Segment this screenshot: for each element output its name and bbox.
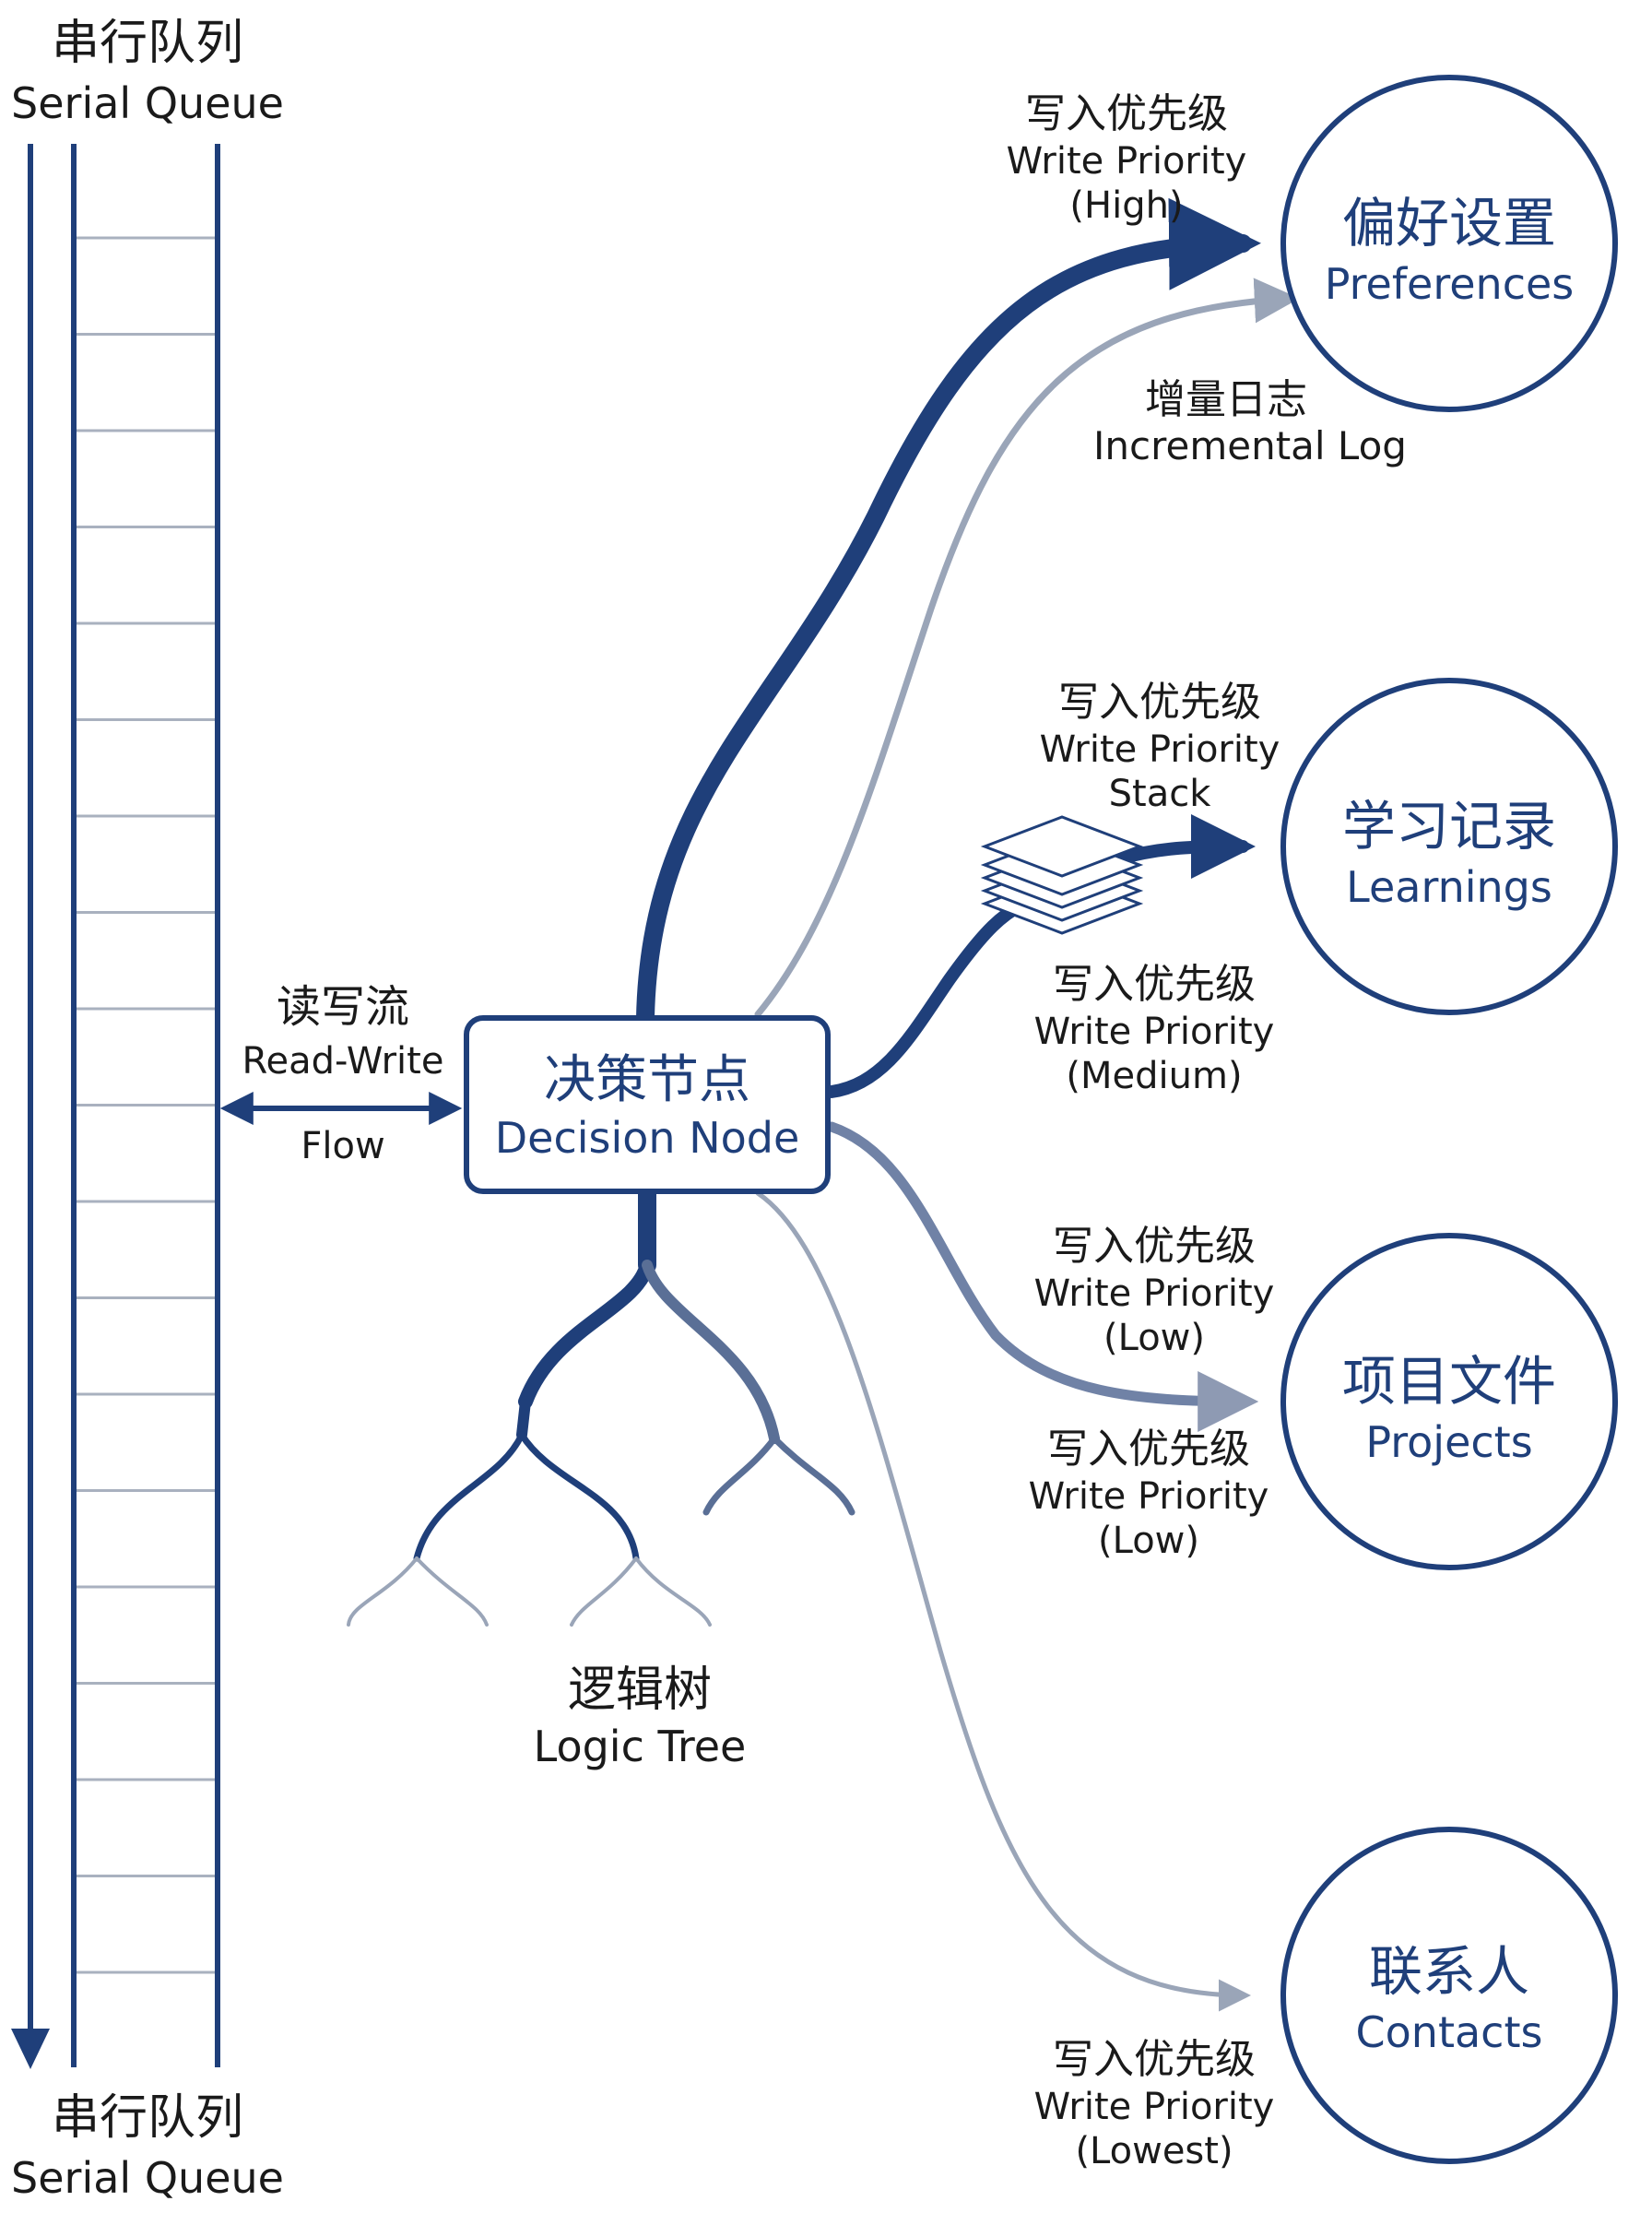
edge-learnings-medium: [825, 897, 1030, 1098]
label-high-level: (High): [1069, 184, 1183, 227]
learnings-label-en: Learnings: [1346, 862, 1552, 912]
queue-title-zh: 串行队列: [52, 16, 243, 71]
queue-slots: [77, 236, 215, 1974]
learnings-label-zh: 学习记录: [1342, 795, 1556, 858]
projects-label-en: Projects: [1365, 1417, 1532, 1467]
tree-label-zh: 逻辑树: [568, 1663, 712, 1718]
edges: [636, 197, 1300, 2012]
flow-label-en-1: Read-Write: [242, 1040, 444, 1083]
label-stack-level: Stack: [1109, 773, 1212, 815]
label-low-2: 写入优先级 Write Priority (Low): [1029, 1426, 1269, 1562]
queue-title-en: Serial Queue: [11, 78, 284, 128]
tree-label-en: Logic Tree: [534, 1722, 747, 1771]
queue-down-arrow-icon: [11, 2029, 50, 2069]
flow-label-en-2: Flow: [301, 1125, 384, 1167]
label-medium-zh: 写入优先级: [1053, 961, 1256, 1008]
queue-bottom-title-zh: 串行队列: [52, 2090, 243, 2146]
label-medium-en: Write Priority: [1034, 1011, 1275, 1053]
edge-projects-low: [826, 1121, 1259, 1432]
label-lowest: 写入优先级 Write Priority (Lowest): [1034, 2036, 1275, 2172]
serial-queue: 串行队列 Serial Queue 串行队列 Serial Queue: [11, 16, 284, 2203]
label-lowest-level: (Lowest): [1075, 2130, 1233, 2172]
target-projects[interactable]: 项目文件 Projects: [1280, 1233, 1618, 1570]
label-low2-zh: 写入优先级: [1047, 1426, 1250, 1473]
stack-icon: [980, 815, 1144, 935]
contacts-label-en: Contacts: [1356, 2007, 1543, 2057]
label-inc-en: Incremental Log: [1093, 423, 1407, 468]
label-low-1: 写入优先级 Write Priority (Low): [1034, 1223, 1275, 1359]
label-low1-zh: 写入优先级: [1053, 1223, 1256, 1270]
logic-tree: [347, 1182, 856, 1627]
target-learnings[interactable]: 学习记录 Learnings: [1280, 678, 1618, 1015]
label-low1-level: (Low): [1103, 1317, 1205, 1359]
read-write-flow: 读写流 Read-Write Flow: [219, 981, 463, 1167]
label-high-en: Write Priority: [1007, 140, 1247, 183]
label-inc-zh: 增量日志: [1145, 376, 1307, 423]
label-medium: 写入优先级 Write Priority (Medium): [1034, 961, 1275, 1097]
label-stack-en: Write Priority: [1040, 728, 1280, 771]
edge-learnings-stack: [1111, 814, 1256, 880]
edge-preferences-high: [636, 197, 1261, 1027]
edge-incremental-log: [754, 278, 1300, 1018]
decision-label-en: Decision Node: [495, 1113, 800, 1163]
label-incremental-log: 增量日志 Incremental Log: [1093, 376, 1407, 468]
target-preferences[interactable]: 偏好设置 Preferences: [1280, 75, 1618, 412]
edge-contacts-lowest: [755, 1190, 1251, 2012]
label-high-zh: 写入优先级: [1025, 90, 1228, 137]
label-low2-en: Write Priority: [1029, 1475, 1269, 1518]
preferences-label-en: Preferences: [1325, 259, 1575, 309]
label-low2-level: (Low): [1098, 1520, 1199, 1562]
target-contacts[interactable]: 联系人 Contacts: [1280, 1827, 1618, 2164]
label-lowest-zh: 写入优先级: [1053, 2036, 1256, 2083]
preferences-label-zh: 偏好设置: [1342, 192, 1556, 254]
decision-label-zh: 决策节点: [544, 1050, 750, 1110]
decision-node[interactable]: 决策节点 Decision Node: [464, 1015, 831, 1194]
flow-label-zh: 读写流: [277, 981, 409, 1033]
projects-label-zh: 项目文件: [1342, 1350, 1556, 1413]
label-high: 写入优先级 Write Priority (High): [1007, 90, 1247, 227]
label-stack-zh: 写入优先级: [1058, 679, 1261, 726]
label-medium-level: (Medium): [1066, 1055, 1242, 1097]
label-stack: 写入优先级 Write Priority Stack: [1040, 679, 1280, 815]
contacts-label-zh: 联系人: [1369, 1940, 1529, 2003]
queue-bottom-title-en: Serial Queue: [11, 2153, 284, 2203]
label-low1-en: Write Priority: [1034, 1272, 1275, 1315]
label-lowest-en: Write Priority: [1034, 2086, 1275, 2128]
